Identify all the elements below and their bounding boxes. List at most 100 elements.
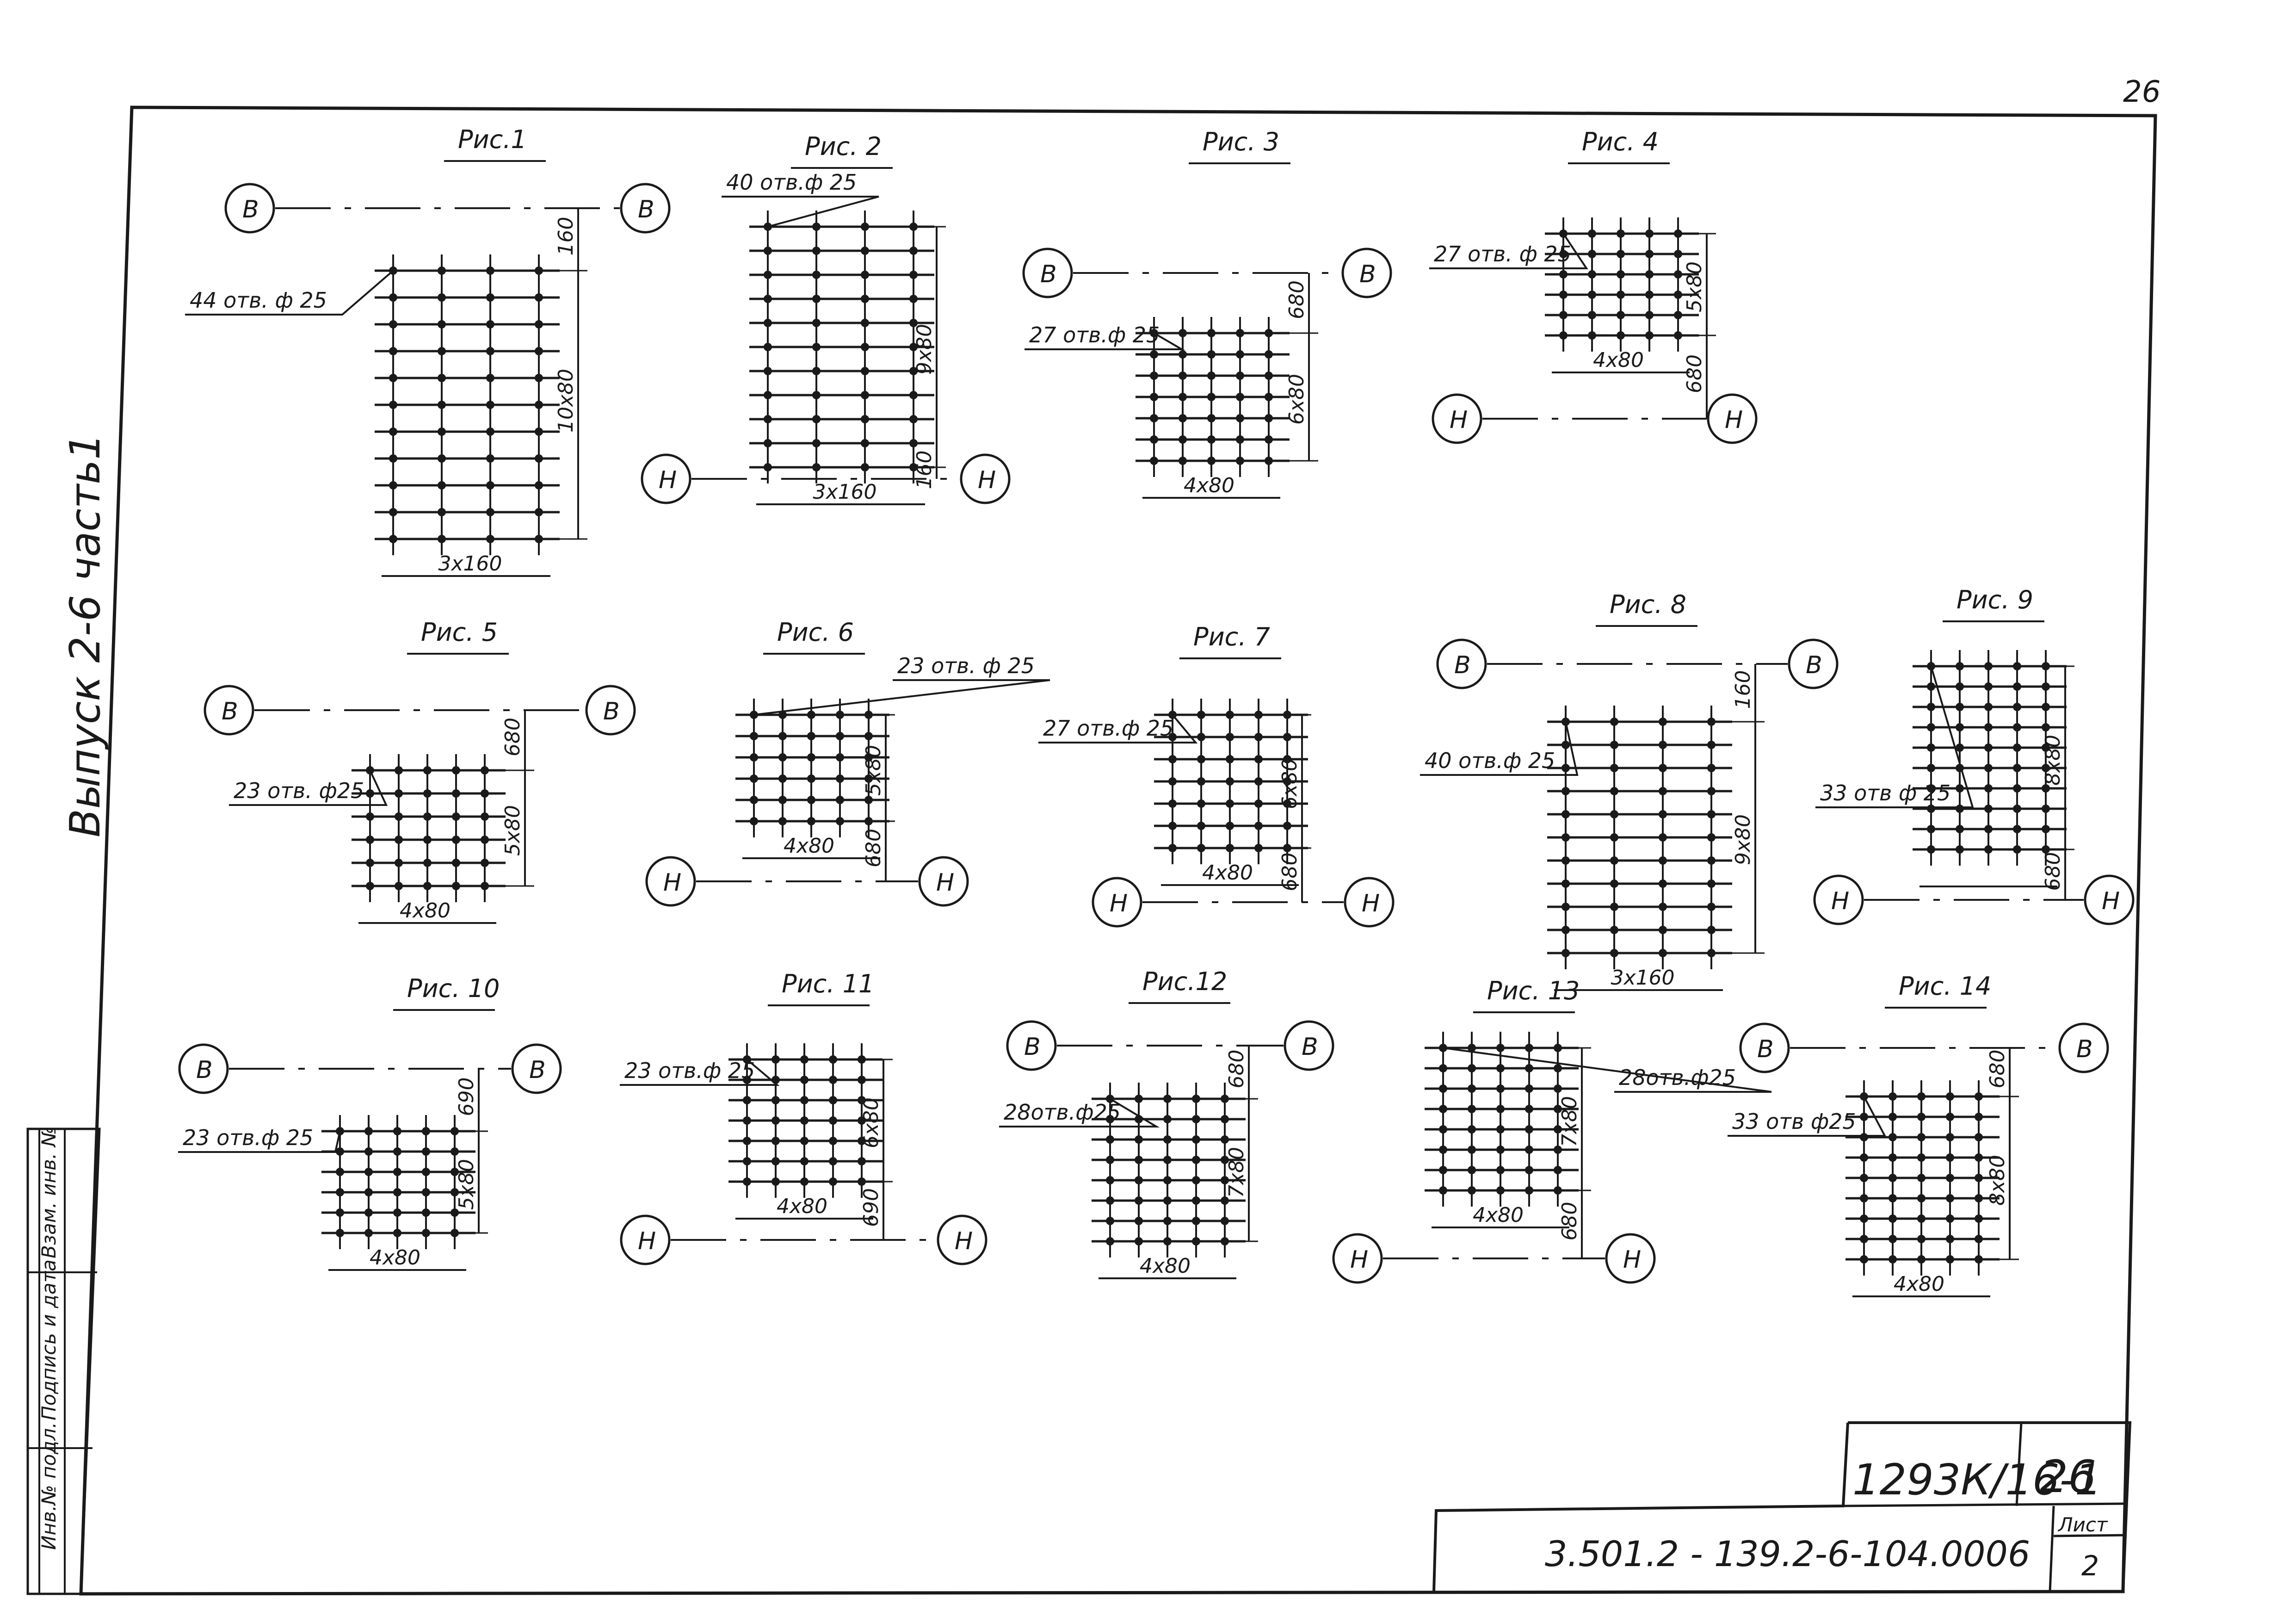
hole-mark [1163, 1217, 1172, 1225]
hole-mark [1106, 1176, 1114, 1184]
hole-mark [393, 1127, 401, 1135]
hole-mark [395, 766, 403, 774]
hole-mark [2013, 662, 2021, 670]
hole-mark [1192, 1217, 1200, 1225]
hole-mark [423, 859, 432, 867]
hole-mark [486, 374, 494, 382]
axis-letter: Н [1350, 1246, 1368, 1274]
axis-bubble-right [511, 1043, 562, 1094]
hole-mark [909, 439, 918, 447]
pitch-dimension: 4х80 [400, 899, 451, 923]
hole-mark [1525, 1064, 1533, 1072]
hole-mark [389, 347, 397, 355]
hole-mark [1588, 291, 1596, 299]
axis-letter: В [1024, 1033, 1041, 1061]
axis-letter: Н [955, 1227, 973, 1255]
hole-mark [1889, 1255, 1897, 1264]
hole-mark [364, 1127, 373, 1135]
hole-mark [764, 343, 772, 351]
hole-mark [389, 508, 397, 516]
hole-mark [2013, 825, 2021, 833]
hole-mark [1168, 755, 1177, 763]
hole-mark [764, 247, 772, 255]
hole-mark [364, 1168, 373, 1176]
hole-mark [1135, 1196, 1143, 1205]
offset-dimension: 690 [859, 1188, 883, 1227]
hole-mark [389, 401, 397, 409]
hole-mark [486, 454, 494, 463]
hole-mark [778, 774, 787, 783]
hole-mark [423, 836, 432, 844]
margin-label-inv-podl: Инв.№ подл. [37, 1422, 60, 1550]
hole-mark [535, 427, 543, 436]
axis-letter: В [2076, 1035, 2093, 1063]
hole-mark [764, 391, 772, 399]
hole-mark [1265, 393, 1273, 401]
hole-mark [807, 732, 815, 740]
hole-mark [1707, 949, 1716, 957]
hole-mark [1659, 810, 1667, 818]
hole-mark [1168, 822, 1177, 830]
callout-leader [753, 679, 1050, 716]
hole-mark [800, 1137, 809, 1145]
hole-mark [1254, 777, 1263, 786]
hole-mark [1917, 1214, 1926, 1223]
hole-mark [481, 766, 489, 774]
hole-mark [535, 535, 543, 543]
axis-bubble-right [1284, 1020, 1334, 1071]
hole-mark [807, 774, 815, 783]
hole-mark [836, 774, 844, 783]
hole-callout: 28отв.ф25 [1004, 1100, 1121, 1125]
hole-mark [1106, 1196, 1114, 1205]
hole-mark [1439, 1125, 1447, 1134]
figure-title: Рис.1 [458, 125, 527, 154]
hole-mark [1707, 718, 1716, 726]
margin-label-vzam: Взам. инв. № [37, 1127, 60, 1258]
hole-mark [1645, 250, 1654, 258]
figure-title: Рис. 13 [1487, 976, 1580, 1005]
callout-leader [722, 196, 879, 228]
hole-mark [1956, 784, 1964, 793]
hole-mark [1588, 331, 1596, 340]
hole-mark [1496, 1105, 1505, 1113]
callout-leader [1815, 666, 1974, 808]
hole-mark [812, 319, 821, 327]
hole-mark [2042, 805, 2050, 813]
hole-mark [1917, 1194, 1926, 1202]
hole-mark [1150, 372, 1158, 380]
hole-mark [1163, 1156, 1172, 1164]
hole-mark [1562, 880, 1570, 888]
offset-dimension: 680 [2041, 852, 2065, 891]
hole-mark [395, 859, 403, 867]
axis-letter: В [529, 1056, 546, 1084]
hole-mark [451, 1147, 459, 1156]
hole-mark [829, 1055, 837, 1064]
axis-letter: Н [1450, 406, 1468, 434]
hole-mark [861, 391, 869, 399]
hole-mark [772, 1055, 780, 1064]
hole-mark [1265, 329, 1273, 337]
callout-leader [1420, 721, 1579, 776]
hole-mark [1562, 741, 1570, 749]
hole-mark [1179, 414, 1187, 422]
hole-mark [451, 1188, 459, 1196]
hole-mark [864, 774, 873, 783]
hole-mark [1975, 1214, 1983, 1223]
axis-bubble-left [1436, 638, 1487, 689]
axis-bubble-left [204, 685, 254, 736]
hole-mark [1562, 856, 1570, 865]
hole-mark [764, 295, 772, 303]
hole-mark [812, 439, 821, 447]
hole-mark [2042, 723, 2050, 731]
hole-callout: 28отв.ф25 [1619, 1065, 1736, 1090]
hole-mark [438, 374, 446, 382]
hole-mark [1236, 372, 1244, 380]
hole-mark [438, 401, 446, 409]
hole-mark [807, 817, 815, 825]
hole-mark [1956, 845, 1964, 854]
hole-mark [1617, 270, 1625, 279]
hole-mark [778, 753, 787, 762]
hole-mark [1197, 755, 1205, 763]
hole-mark [750, 817, 758, 825]
